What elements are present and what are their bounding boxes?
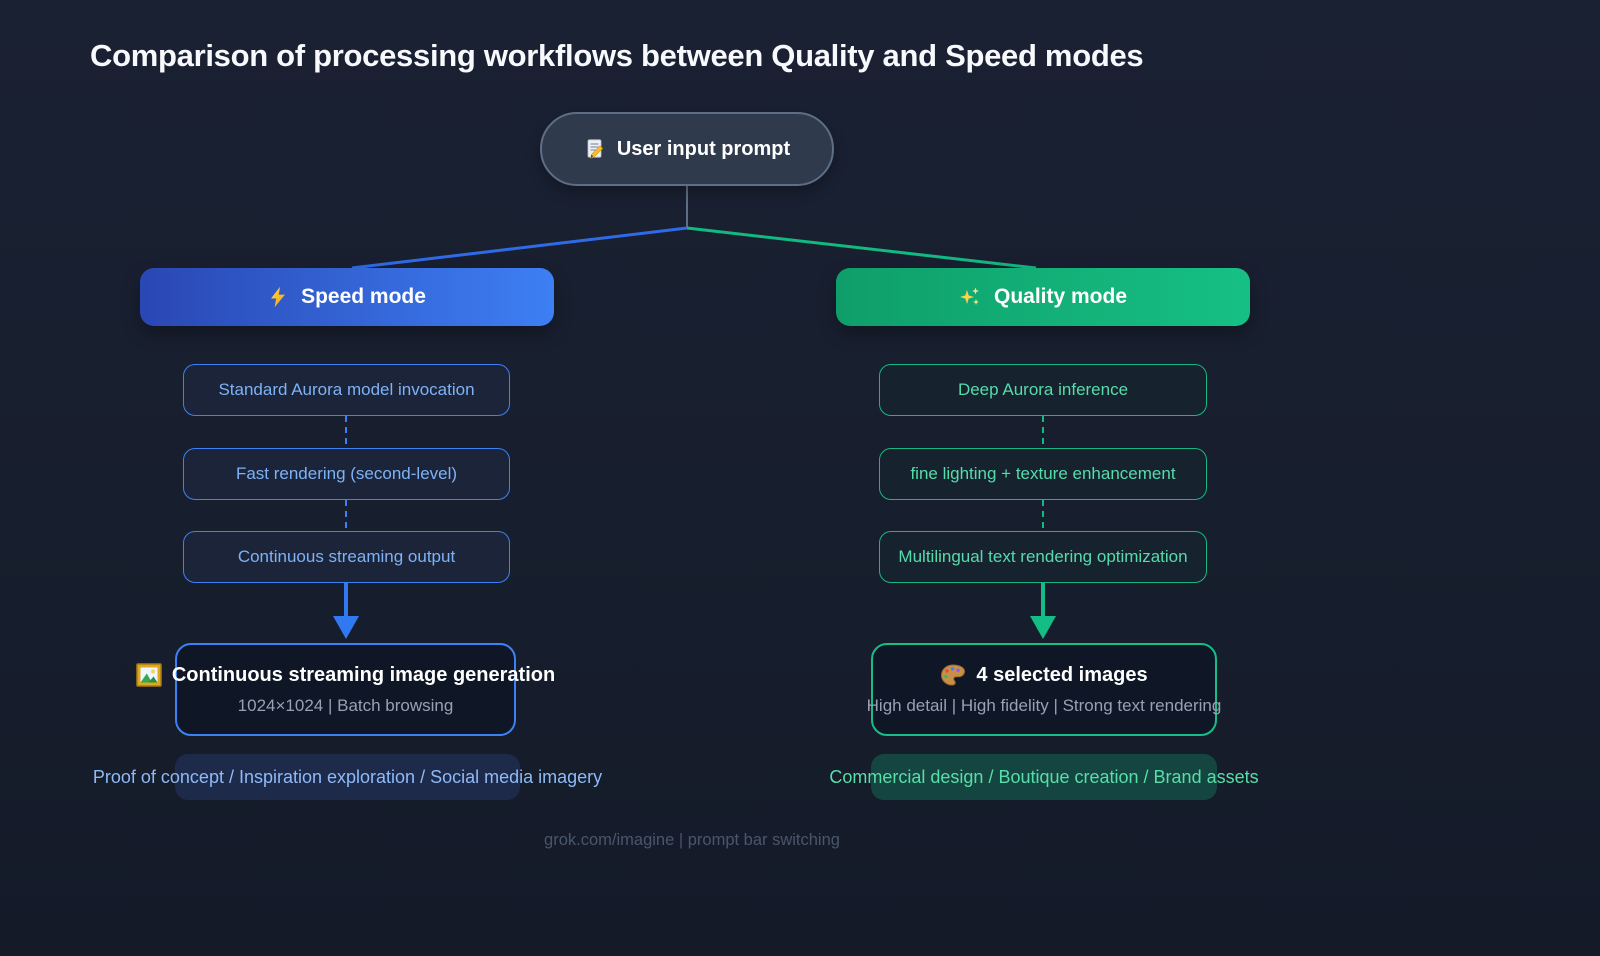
quality-use-cases-tag: Commercial design / Boutique creation / … — [829, 754, 1259, 800]
palette-icon — [940, 663, 966, 687]
memo-icon — [584, 138, 606, 160]
page-title: Comparison of processing workflows betwe… — [90, 38, 1144, 73]
speed-use-cases-tag: Proof of concept / Inspiration explorati… — [93, 754, 602, 800]
node-speed-mode: Speed mode — [140, 268, 554, 326]
zap-icon — [268, 286, 288, 308]
sparkles-icon — [959, 286, 981, 308]
quality-mode-label: Quality mode — [993, 285, 1128, 308]
node-speed-step-2: Fast rendering (second-level) — [183, 448, 510, 500]
node-quality-step-3: Multilingual text rendering optimization — [879, 531, 1207, 583]
node-quality-result: 4 selected images High detail | High fid… — [867, 643, 1221, 736]
framed-picture-icon — [136, 663, 162, 687]
footer-caption: grok.com/imagine | prompt bar switching — [544, 831, 840, 849]
quality-result-title: 4 selected images — [976, 663, 1148, 686]
speed-result-title: Continuous streaming image generation — [171, 663, 556, 686]
node-speed-result: Continuous streaming image generation 10… — [136, 643, 555, 736]
speed-result-subtitle: 1024×1024 | Batch browsing — [237, 696, 454, 715]
node-speed-step-3: Continuous streaming output — [183, 531, 510, 583]
node-speed-step-1: Standard Aurora model invocation — [183, 364, 510, 416]
node-quality-mode: Quality mode — [836, 268, 1250, 326]
node-quality-step-2: fine lighting + texture enhancement — [879, 448, 1207, 500]
speed-mode-label: Speed mode — [301, 285, 426, 308]
quality-result-subtitle: High detail | High fidelity | Strong tex… — [866, 696, 1222, 715]
node-user-input-prompt: User input prompt — [540, 112, 834, 186]
root-node-label: User input prompt — [616, 137, 791, 160]
node-quality-step-1: Deep Aurora inference — [879, 364, 1207, 416]
